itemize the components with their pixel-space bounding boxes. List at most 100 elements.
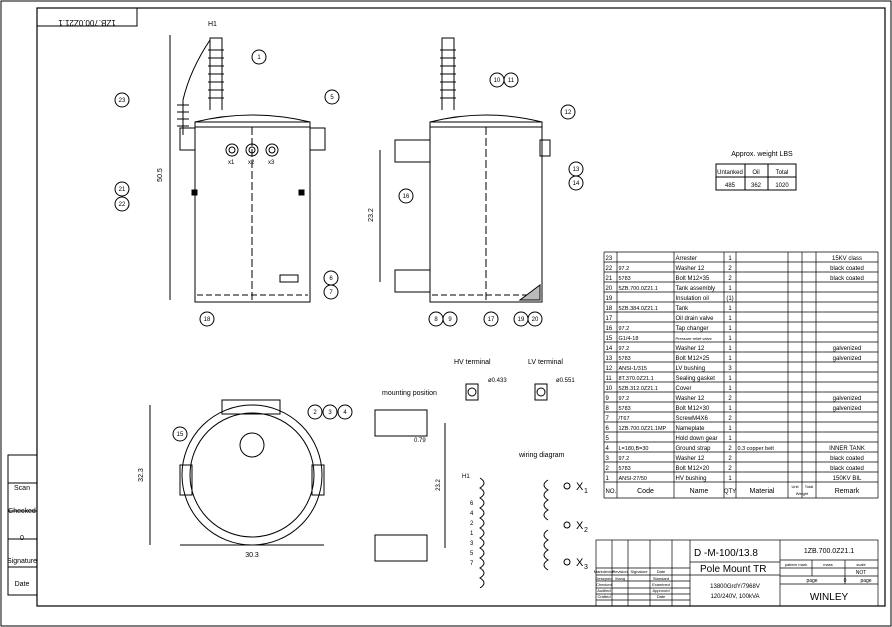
role-designed: Designed	[596, 576, 613, 581]
parts-row-qty: 2	[728, 416, 732, 422]
parts-row-name: ScrewM4X6	[676, 416, 709, 422]
wd-num: 1	[470, 531, 474, 537]
callout-5: 5	[330, 95, 334, 101]
parts-row-code: 97.2	[619, 456, 630, 462]
parts-row-qty: 1	[728, 406, 732, 412]
lv-terminal-label: LV terminal	[528, 359, 563, 366]
callout-10: 10	[494, 78, 501, 84]
weight-v-untanked: 485	[725, 183, 736, 189]
title-zero: 0	[844, 578, 847, 584]
parts-row-remark: black coated	[830, 266, 864, 272]
wd-num: 6	[470, 501, 474, 507]
parts-row-code: ANSI-27/50	[619, 476, 647, 482]
parts-row-no: 17	[606, 316, 613, 322]
callout-15: 15	[177, 432, 184, 438]
approval-examined: Examined	[652, 582, 670, 587]
parts-row-code: ANSI-1/315	[619, 366, 647, 372]
wd-nums: 6 4 2 1 3 5 7	[470, 501, 474, 567]
side-label-signature: Signature	[7, 558, 37, 565]
parts-row-name: Arrester	[676, 256, 697, 262]
weight-h-oil: Oil	[752, 170, 759, 176]
callout-18: 18	[204, 317, 211, 323]
rotated-drawing-number: 1ZB.700.0Z21.1	[58, 18, 116, 27]
parts-row-qty: 3	[728, 366, 732, 372]
callout-20: 20	[532, 317, 539, 323]
callouts	[114, 49, 584, 442]
parts-row-no: 3	[606, 456, 610, 462]
weight-h-untanked: Untanked	[717, 170, 743, 176]
callout-13: 13	[573, 167, 580, 173]
label-h1-top: H1	[208, 21, 217, 28]
callout-17: 17	[488, 317, 495, 323]
label-x2: x2	[248, 160, 255, 166]
parts-row-name: Pressure relief valve	[676, 336, 713, 341]
wd-h1: H1	[462, 474, 470, 480]
callout-12: 12	[565, 110, 572, 116]
side-label-scan: Scan	[14, 485, 30, 492]
parts-row-code: G1/4-18	[619, 336, 639, 342]
mounting-detail	[374, 409, 446, 562]
parts-row-remark: galvenized	[833, 356, 862, 362]
parts-header-code: Code	[637, 488, 654, 495]
rev-h-date: Date	[657, 569, 666, 574]
parts-row-no: 21	[606, 276, 613, 282]
parts-row-no: 12	[606, 366, 613, 372]
parts-header-no: NO.	[606, 489, 617, 495]
parts-row-name: Hold down gear	[676, 436, 718, 442]
parts-row-name: Tank	[676, 306, 690, 312]
wd-x1: X	[576, 481, 584, 493]
label-x3: x3	[268, 160, 275, 166]
parts-row-qty: 2	[728, 466, 732, 472]
parts-header-remark: Remark	[835, 488, 860, 495]
parts-row-qty: (1)	[726, 296, 733, 302]
side-view	[379, 37, 551, 303]
rotated-drawing-number-box: 1ZB.700.0Z21.1	[36, 7, 138, 27]
dim-079: 0.79	[414, 438, 426, 444]
parts-row-name: HV bushing	[676, 476, 707, 482]
dim-height: 50.5	[157, 168, 164, 182]
wiring-coils	[479, 477, 571, 589]
parts-row-no: 2	[606, 466, 610, 472]
weight-v-total: 1020	[775, 183, 789, 189]
parts-row-remark: galvenized	[833, 396, 862, 402]
parts-row-remark: black coated	[830, 466, 864, 472]
parts-header-total: Total	[805, 484, 814, 489]
wd-x3: X	[576, 557, 584, 569]
role-checked: Checked	[596, 582, 612, 587]
parts-row-remark: INNER TANK	[829, 446, 865, 452]
side-label-zero: 0	[20, 535, 24, 542]
callout-22: 22	[119, 202, 126, 208]
callout-3: 3	[328, 410, 332, 416]
parts-row-qty: 1	[728, 286, 732, 292]
hv-terminal-label: HV terminal	[454, 359, 491, 366]
title-pattern-mark: pattern mark	[785, 562, 807, 567]
inner-frame	[36, 7, 886, 607]
parts-row-remark: 150KV BIL	[833, 476, 862, 482]
approval-date: Date	[657, 594, 666, 599]
parts-row-code: 5783	[619, 356, 631, 362]
parts-row-code: /T67	[619, 416, 630, 422]
wd-num: 2	[470, 521, 474, 527]
parts-row-qty: 1	[728, 436, 732, 442]
designer-name: Xiang	[615, 576, 625, 581]
parts-row-no: 11	[606, 376, 613, 382]
parts-row-name: Washer 12	[676, 396, 705, 402]
rev-h-revision: Revision	[612, 569, 627, 574]
parts-row-name: LV bushing	[676, 366, 706, 372]
parts-row-code: 5783	[619, 276, 631, 282]
approval-standard: Standard	[653, 576, 669, 581]
parts-row-qty: 2	[728, 276, 732, 282]
callout-8: 8	[434, 317, 438, 323]
callout-6: 6	[329, 276, 333, 282]
rev-h-markdevice: Markdevice	[594, 569, 615, 574]
parts-row-no: 15	[606, 336, 613, 342]
parts-row-code: 5ZB.312.0Z21.1	[619, 386, 658, 392]
parts-row-name: Sealing gasket	[676, 376, 716, 382]
parts-row-name: Cover	[676, 386, 692, 392]
parts-row-code: 5ZB.384.0Z21.1	[619, 306, 658, 312]
parts-row-no: 22	[606, 266, 613, 272]
parts-row-qty: 1	[728, 336, 732, 342]
parts-row-code: 5783	[619, 466, 631, 472]
parts-row-qty: 1	[728, 256, 732, 262]
